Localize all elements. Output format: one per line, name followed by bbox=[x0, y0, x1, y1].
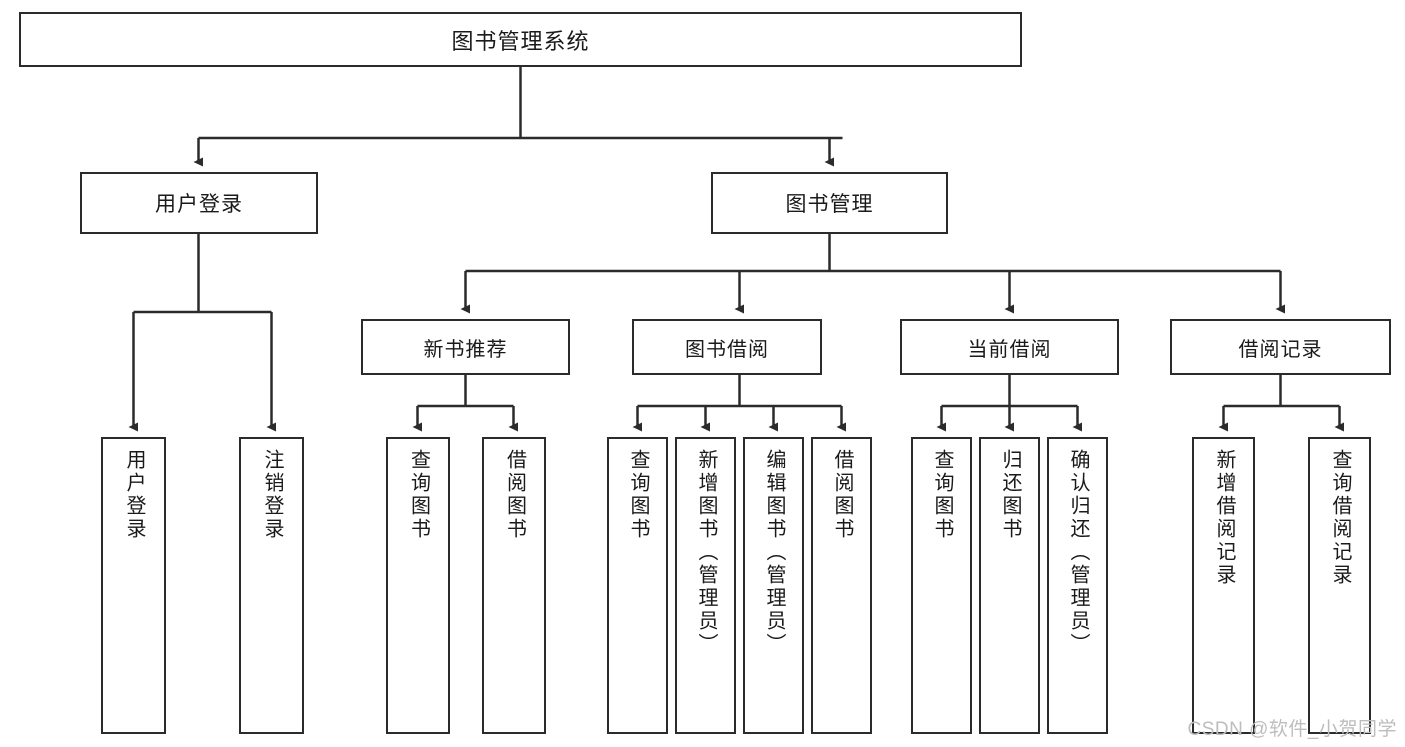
leaf-label: 新增图书（管理员） bbox=[695, 449, 717, 656]
node-root-system[interactable]: 图书管理系统 bbox=[19, 12, 1022, 67]
leaf-label: 用户登录 bbox=[123, 449, 145, 541]
leaf-label: 借阅图书 bbox=[831, 449, 853, 541]
node-user-login[interactable]: 用户登录 bbox=[80, 172, 318, 234]
leaf-label: 编辑图书（管理员） bbox=[763, 449, 785, 656]
leaf-label: 归还图书 bbox=[999, 449, 1021, 541]
node-book-manage-label: 图书管理 bbox=[785, 193, 874, 216]
node-borrow-record[interactable]: 借阅记录 bbox=[1170, 319, 1391, 375]
node-current-borrow-label: 当前借阅 bbox=[967, 338, 1052, 361]
node-leaf-current-borrow-return[interactable]: 归还图书 bbox=[979, 437, 1040, 734]
leaf-label: 查询借阅记录 bbox=[1329, 449, 1351, 587]
node-leaf-book-borrow-lend[interactable]: 借阅图书 bbox=[811, 437, 872, 734]
node-leaf-book-borrow-query[interactable]: 查询图书 bbox=[607, 437, 668, 734]
node-user-login-label: 用户登录 bbox=[155, 193, 243, 216]
leaf-label: 查询图书 bbox=[407, 449, 430, 541]
node-leaf-book-borrow-add[interactable]: 新增图书（管理员） bbox=[675, 437, 736, 734]
node-current-borrow[interactable]: 当前借阅 bbox=[900, 319, 1119, 375]
node-leaf-current-borrow-query[interactable]: 查询图书 bbox=[911, 437, 972, 734]
node-leaf-new-book-query[interactable]: 查询图书 bbox=[386, 437, 450, 734]
watermark-text: CSDN @软件_小贺同学 bbox=[1187, 719, 1397, 740]
leaf-label: 查询图书 bbox=[931, 449, 953, 541]
leaf-label: 确认归还（管理员） bbox=[1067, 449, 1089, 656]
node-book-borrow[interactable]: 图书借阅 bbox=[632, 319, 822, 375]
node-leaf-new-book-borrow[interactable]: 借阅图书 bbox=[482, 437, 546, 734]
leaf-label: 注销登录 bbox=[261, 449, 283, 541]
node-leaf-book-borrow-edit[interactable]: 编辑图书（管理员） bbox=[743, 437, 804, 734]
node-leaf-current-borrow-confirm[interactable]: 确认归还（管理员） bbox=[1047, 437, 1108, 734]
node-leaf-borrow-record-add[interactable]: 新增借阅记录 bbox=[1192, 437, 1255, 734]
node-new-book[interactable]: 新书推荐 bbox=[361, 319, 570, 375]
leaf-label: 新增借阅记录 bbox=[1213, 449, 1235, 587]
node-leaf-user-login-logout[interactable]: 注销登录 bbox=[239, 437, 304, 734]
node-borrow-record-label: 借阅记录 bbox=[1238, 338, 1323, 361]
node-leaf-borrow-record-query[interactable]: 查询借阅记录 bbox=[1308, 437, 1371, 734]
node-root-label: 图书管理系统 bbox=[451, 28, 590, 54]
node-book-manage[interactable]: 图书管理 bbox=[711, 172, 948, 234]
node-book-borrow-label: 图书借阅 bbox=[685, 338, 769, 361]
leaf-label: 查询图书 bbox=[627, 449, 649, 541]
leaf-label: 借阅图书 bbox=[503, 449, 526, 541]
node-leaf-user-login-login[interactable]: 用户登录 bbox=[101, 437, 166, 734]
node-new-book-label: 新书推荐 bbox=[423, 338, 508, 361]
